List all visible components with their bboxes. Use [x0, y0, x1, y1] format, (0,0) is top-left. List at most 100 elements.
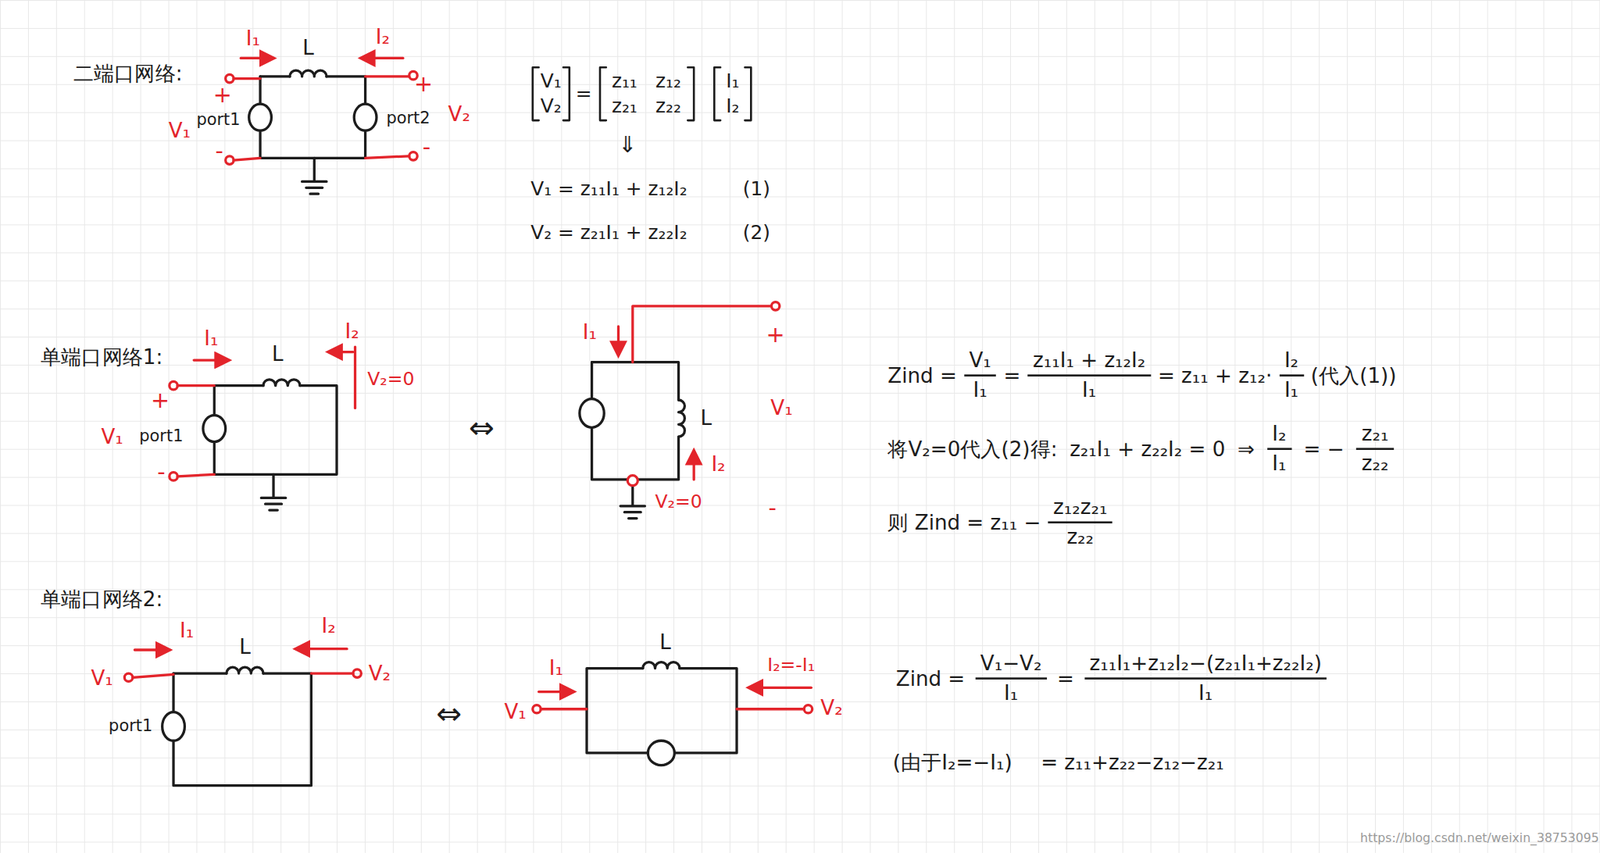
- equation-row: Zind =V₁I₁=z₁₁I₁ + z₁₂I₂I₁= z₁₁ + z₁₂·I₂…: [887, 349, 1397, 403]
- polarity-sign: -: [768, 495, 777, 522]
- equation-text: 则 Zind = z₁₁ −: [887, 510, 1041, 535]
- fraction-numerator: V₁−V₂: [975, 652, 1047, 680]
- matrix-entry: z₂₁: [611, 95, 638, 118]
- equation-text: = z₁₁ + z₁₂·: [1157, 364, 1272, 388]
- equation-row: 则 Zind = z₁₁ − z₁₂z₂₁z₂₂: [887, 496, 1113, 550]
- equivalence-arrow: ⇔: [435, 696, 462, 733]
- port-label: port1: [196, 110, 240, 130]
- fraction-denominator: I₁: [1077, 376, 1102, 403]
- equation-text: Zind =: [887, 364, 957, 388]
- current-label: I₁: [203, 327, 218, 351]
- current-label: I₁: [582, 321, 597, 345]
- fraction: V₁I₁: [964, 349, 997, 403]
- equation-text: 将V₂=0代入(2)得:: [887, 437, 1058, 461]
- fraction-numerator: z₂₁: [1356, 422, 1394, 450]
- polarity-sign: +: [766, 321, 786, 348]
- current-label: I₁: [179, 618, 194, 643]
- current-label: I₂: [321, 614, 336, 639]
- section-title: 二端口网络:: [73, 61, 183, 86]
- fraction-numerator: z₁₁I₁ + z₁₂I₂: [1028, 349, 1151, 377]
- voltage-label: V₂: [368, 661, 391, 686]
- equation-text: z₂₁I₁ + z₂₂I₂ = 0: [1069, 437, 1225, 461]
- fraction-denominator: z₂₂: [1061, 523, 1100, 550]
- current-label: I₂=-I₁: [767, 654, 815, 676]
- matrix-entry: I₁: [725, 70, 740, 93]
- equation: V₁ = z₁₁I₁ + z₁₂I₂: [530, 177, 687, 200]
- equation-text: =: [1003, 364, 1022, 388]
- fraction: z₁₁I₁ + z₁₂I₂I₁: [1028, 349, 1151, 403]
- matrix-entry: z₁₁: [611, 70, 638, 93]
- implies-arrow: ⇓: [617, 132, 637, 158]
- polarity-sign: +: [414, 71, 433, 97]
- voltage-label: V₂: [820, 696, 843, 720]
- polarity-sign: +: [150, 386, 170, 413]
- fraction: I₂I₁: [1267, 422, 1292, 476]
- current-label: I₁: [549, 656, 564, 680]
- matrix-entry: V₁: [540, 70, 562, 93]
- fraction-denominator: z₂₂: [1356, 450, 1394, 476]
- fraction-numerator: I₂: [1278, 349, 1304, 377]
- equals-sign: =: [575, 82, 593, 106]
- fraction-numerator: I₂: [1267, 422, 1292, 450]
- equation-number: (1): [742, 177, 771, 200]
- current-label: I₁: [246, 27, 261, 51]
- port-label: port2: [385, 108, 430, 128]
- equation-text: = −: [1303, 437, 1345, 461]
- current-label: I₂: [710, 452, 725, 476]
- voltage-label: V₂: [448, 102, 471, 126]
- section-title: 单端口网络1:: [40, 345, 163, 369]
- voltage-label: V₂=0: [655, 491, 703, 513]
- equivalence-arrow: ⇔: [468, 410, 495, 447]
- fraction: V₁−V₂I₁: [975, 652, 1047, 706]
- matrix-entry: z₁₂: [655, 70, 682, 93]
- polarity-sign: -: [157, 459, 165, 486]
- fraction: z₂₁z₂₂: [1356, 422, 1394, 476]
- inductor-label: L: [302, 35, 315, 60]
- equation-number: (2): [742, 221, 771, 245]
- inductor-label: L: [659, 631, 672, 655]
- matrix-entry: V₂: [540, 95, 562, 118]
- voltage-label: V₁: [770, 396, 793, 420]
- equation-row: Zind =V₁−V₂I₁=z₁₁I₁+z₁₂I₂−(z₂₁I₁+z₂₂I₂)I…: [896, 652, 1328, 706]
- fraction-denominator: I₁: [999, 679, 1024, 706]
- port-label: port1: [108, 717, 153, 736]
- equation: V₂ = z₂₁I₁ + z₂₂I₂: [530, 221, 687, 245]
- port-label: port1: [139, 427, 183, 447]
- current-label: I₂: [345, 319, 360, 343]
- current-label: I₂: [375, 25, 390, 49]
- voltage-label: V₁: [100, 425, 123, 449]
- inductor-label: L: [700, 406, 713, 430]
- inductor-label: L: [239, 635, 251, 659]
- voltage-label: V₂=0: [367, 368, 415, 390]
- equation-row: 将V₂=0代入(2)得: z₂₁I₁ + z₂₂I₂ = 0 ⇒ I₂I₁ = − z₂₁…: [887, 422, 1394, 476]
- fraction: z₁₁I₁+z₁₂I₂−(z₂₁I₁+z₂₂I₂)I₁: [1084, 652, 1327, 706]
- polarity-sign: +: [213, 82, 233, 108]
- fraction-denominator: I₁: [967, 376, 993, 403]
- polarity-sign: -: [422, 134, 431, 161]
- equation-text: = z₁₁+z₂₂−z₁₂−z₂₁: [1040, 751, 1224, 775]
- inductor-label: L: [271, 342, 284, 366]
- watermark: https://blog.csdn.net/weixin_38753095: [1360, 832, 1600, 847]
- equation-text: (由于I₂=−I₁): [892, 751, 1013, 775]
- fraction-denominator: I₁: [1267, 450, 1292, 476]
- voltage-label: V₁: [503, 700, 526, 725]
- fraction-denominator: I₁: [1193, 679, 1218, 706]
- voltage-label: V₁: [90, 667, 113, 691]
- fraction: z₁₂z₂₁z₂₂: [1048, 496, 1113, 550]
- matrix-entry: z₂₂: [655, 95, 682, 118]
- matrix-entry: I₂: [725, 95, 740, 118]
- fraction: I₂I₁: [1278, 349, 1304, 403]
- equation-text: Zind =: [896, 667, 965, 691]
- equation-text: ⇒: [1237, 437, 1255, 461]
- fraction-numerator: z₁₁I₁+z₁₂I₂−(z₂₁I₁+z₂₂I₂): [1084, 652, 1327, 680]
- polarity-sign: -: [215, 138, 224, 165]
- section-title: 单端口网络2:: [40, 588, 163, 612]
- equation-text: (代入(1)): [1310, 364, 1397, 388]
- fraction-numerator: V₁: [964, 349, 997, 377]
- equation-row: (由于I₂=−I₁) = z₁₁+z₂₂−z₁₂−z₂₁: [892, 751, 1225, 775]
- voltage-label: V₁: [168, 118, 191, 143]
- fraction-denominator: I₁: [1278, 376, 1304, 403]
- fraction-numerator: z₁₂z₂₁: [1048, 496, 1113, 524]
